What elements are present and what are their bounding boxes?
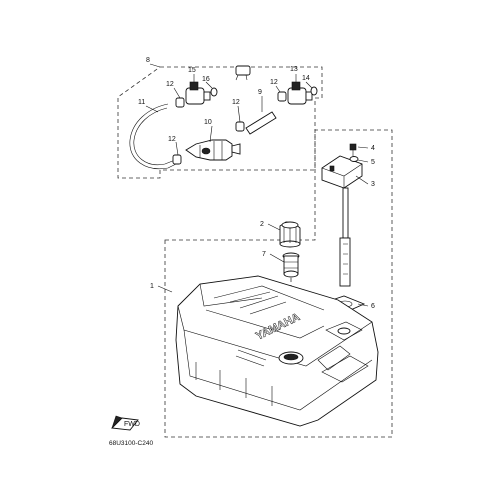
callout-13: 15 (188, 67, 196, 74)
callout-2: 2 (260, 221, 264, 228)
leader-line (355, 175, 369, 185)
forward-direction-arrow (111, 415, 139, 431)
fwd-label: FWD (124, 421, 140, 428)
leader-line (305, 81, 313, 89)
hose-connector-tank-side (287, 81, 313, 105)
connector-fitting (235, 65, 251, 81)
leader-line (357, 159, 369, 163)
leader-line (175, 141, 179, 156)
callout-12: 12 (232, 99, 240, 106)
fuel-hose-line-inner (129, 103, 177, 170)
leader-line (275, 85, 281, 93)
hose-clamp (175, 97, 185, 108)
short-fuel-hose (245, 111, 277, 135)
callout-6: 6 (371, 303, 375, 310)
callout-8: 8 (146, 57, 150, 64)
hose-connector-engine-side (185, 81, 211, 105)
callout-15: 13 (290, 66, 298, 73)
screw (349, 143, 357, 156)
leader-line (209, 125, 213, 143)
hose-clamp (235, 121, 245, 132)
fuel-tank-body (175, 275, 379, 427)
fuel-gauge (321, 155, 363, 287)
callout-16: 14 (302, 75, 310, 82)
fuel-tank-assembly-frame (164, 129, 393, 438)
fuel-hose-assembly-frame (117, 66, 323, 179)
callout-1: 1 (150, 283, 154, 290)
leader-line (237, 105, 241, 123)
leader-line (267, 223, 281, 231)
leader-line (157, 285, 173, 293)
o-ring (310, 86, 318, 96)
hose-clamp (277, 91, 287, 102)
callout-12: 12 (166, 81, 174, 88)
leader-line (205, 81, 213, 89)
washer (349, 156, 359, 162)
fuel-tank-cap (279, 221, 301, 248)
callout-9: 9 (258, 89, 262, 96)
callout-4: 4 (371, 145, 375, 152)
primer-bulb (185, 139, 241, 161)
callout-10: 10 (204, 119, 212, 126)
diagram-code: 68U3100-C240 (109, 440, 153, 447)
leader-line (149, 63, 161, 68)
leader-line (145, 105, 159, 113)
callout-14: 16 (202, 76, 210, 83)
leader-line (269, 253, 285, 263)
leader-line (357, 303, 369, 307)
hose-clamp (172, 154, 182, 165)
leader-line (173, 87, 181, 99)
callout-12: 12 (168, 136, 176, 143)
o-ring (210, 87, 218, 97)
callout-7: 7 (262, 251, 266, 258)
fuel-hose-line (133, 107, 176, 166)
callout-11: 11 (138, 99, 145, 106)
fuel-strainer (282, 252, 300, 278)
callout-3: 3 (371, 181, 375, 188)
leader-line (357, 146, 369, 149)
callout-5: 5 (371, 159, 375, 166)
callout-12: 12 (270, 79, 278, 86)
